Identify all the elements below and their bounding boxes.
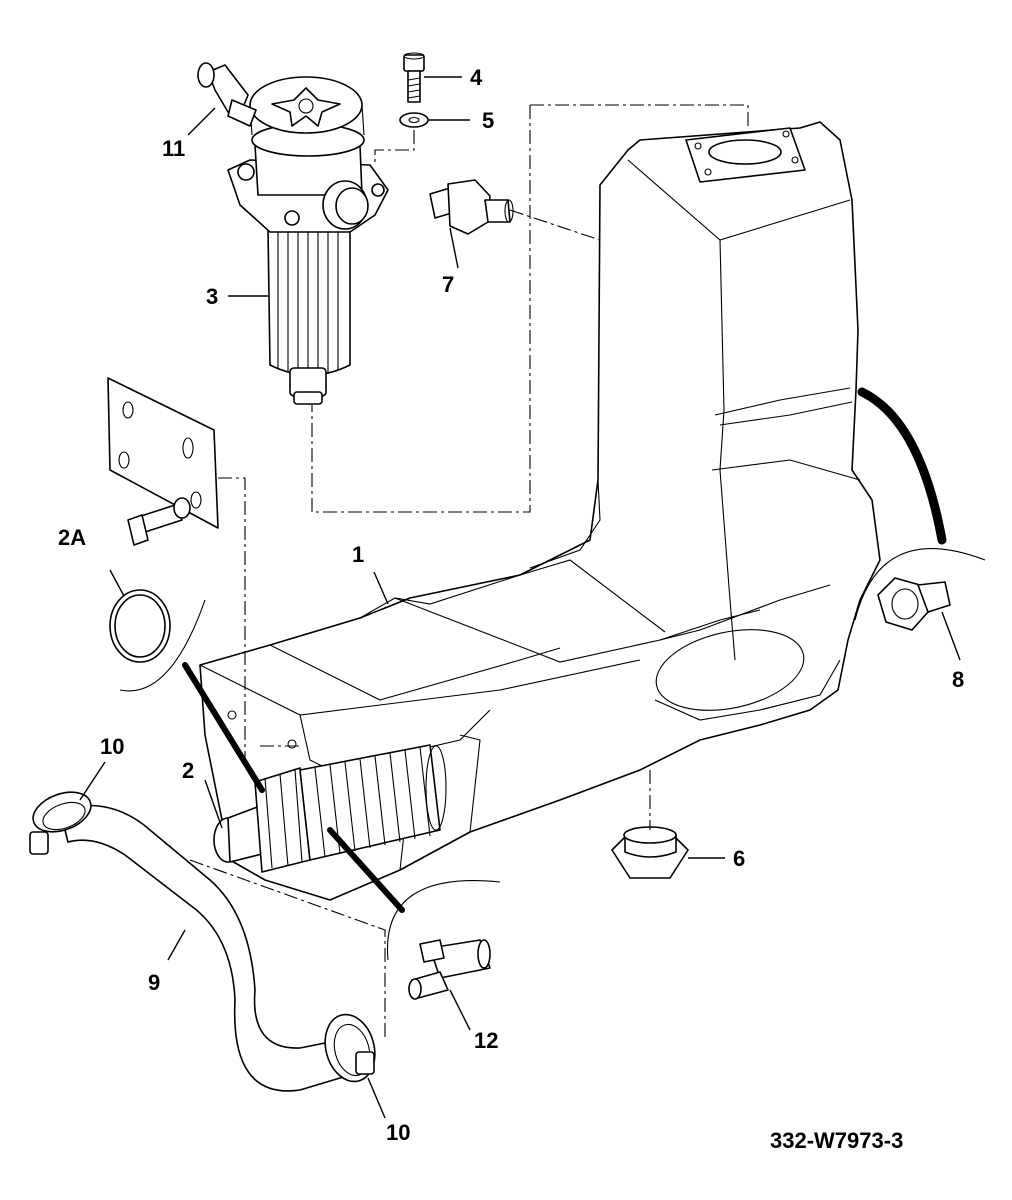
o-ring <box>109 589 171 663</box>
detail-arc-2a <box>119 599 206 692</box>
tee-fitting <box>408 939 491 1000</box>
detail-pointer-12 <box>327 827 405 913</box>
callout-3: 3 <box>206 284 218 309</box>
detail-arc-12 <box>386 880 501 961</box>
strainer-mesh-lines <box>314 746 431 858</box>
callout-10-lower: 10 <box>386 1120 410 1145</box>
hose-clip-upper <box>29 791 92 855</box>
detail-pointer-2a <box>182 662 265 793</box>
drain-plug <box>611 826 689 879</box>
assembly-centerlines <box>189 104 749 1040</box>
callout-7: 7 <box>442 272 454 297</box>
fuel-tank <box>199 121 881 901</box>
callout-5: 5 <box>482 108 494 133</box>
callout-8: 8 <box>952 667 964 692</box>
callout-10-upper: 10 <box>100 734 124 759</box>
callout-12: 12 <box>474 1028 498 1053</box>
callout-1: 1 <box>352 542 364 567</box>
cap-screw <box>403 52 425 103</box>
drawing-code: 332-W7973-3 <box>770 1128 903 1153</box>
detail-arc-8 <box>854 548 986 621</box>
blanking-plug <box>877 577 951 631</box>
callout-9: 9 <box>148 970 160 995</box>
callout-4: 4 <box>470 65 483 90</box>
detail-pointer-8 <box>857 387 947 545</box>
callout-labels: 1 2 2A 3 4 5 6 7 8 9 10 10 11 12 <box>58 65 964 1145</box>
hose-clip-lower <box>324 1013 376 1083</box>
callout-6: 6 <box>733 846 745 871</box>
callout-2: 2 <box>182 758 194 783</box>
leader-lines <box>79 76 961 1119</box>
adapter-fitting <box>429 179 514 235</box>
callout-11: 11 <box>162 136 185 161</box>
mounting-bracket <box>107 377 219 546</box>
callout-2a: 2A <box>58 525 86 550</box>
filter-assembly <box>197 62 389 405</box>
filter-ribs <box>277 232 339 375</box>
washer <box>399 112 429 128</box>
